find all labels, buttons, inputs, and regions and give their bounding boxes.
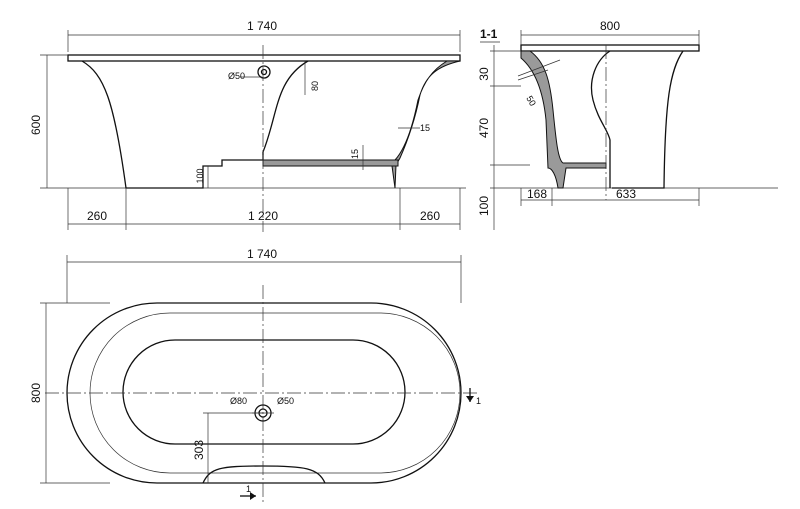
side-total-length: 1 740 [247, 19, 277, 33]
side-pipe-offset: 80 [310, 81, 320, 91]
section-foot: 100 [477, 196, 491, 216]
section-width: 800 [600, 19, 620, 33]
side-left-overhang: 260 [87, 209, 107, 223]
section-rim [520, 44, 700, 52]
section-offset-b: 633 [616, 187, 636, 201]
side-view: 1 740 600 Ø50 80 15 15 100 260 1 220 260 [29, 19, 466, 232]
plan-width: 800 [29, 383, 43, 403]
plan-length: 1 740 [247, 247, 277, 261]
side-shell-outline [81, 60, 309, 189]
plan-drain-inner: Ø50 [277, 396, 294, 406]
side-right-overhang: 260 [420, 209, 440, 223]
section-depth: 470 [477, 118, 491, 138]
section-offset-a: 168 [527, 187, 547, 201]
section-label: 1-1 [480, 27, 498, 41]
section-wall-hatched [520, 50, 607, 189]
plan-view: Ø80 Ø50 1 740 800 303 1 1 [29, 247, 481, 505]
plan-drain-offset: 303 [192, 440, 206, 460]
side-foot-height: 100 [195, 168, 205, 183]
side-rim [67, 54, 461, 62]
side-height: 600 [29, 115, 43, 135]
side-wall-thickness: 15 [420, 123, 430, 133]
plan-basin [122, 339, 406, 445]
section-rim-height: 30 [477, 67, 491, 81]
side-pipe-diameter: Ø50 [228, 71, 245, 81]
plan-cut-mark-bottom: 1 [246, 484, 251, 494]
plan-cut-mark-right: 1 [476, 396, 481, 406]
section-view: 1-1 50 800 30 470 100 168 [477, 19, 778, 230]
side-step: 15 [350, 149, 360, 159]
side-base-length: 1 220 [248, 209, 278, 223]
plan-drain-outer: Ø80 [230, 396, 247, 406]
section-angle: 50 [524, 94, 538, 108]
